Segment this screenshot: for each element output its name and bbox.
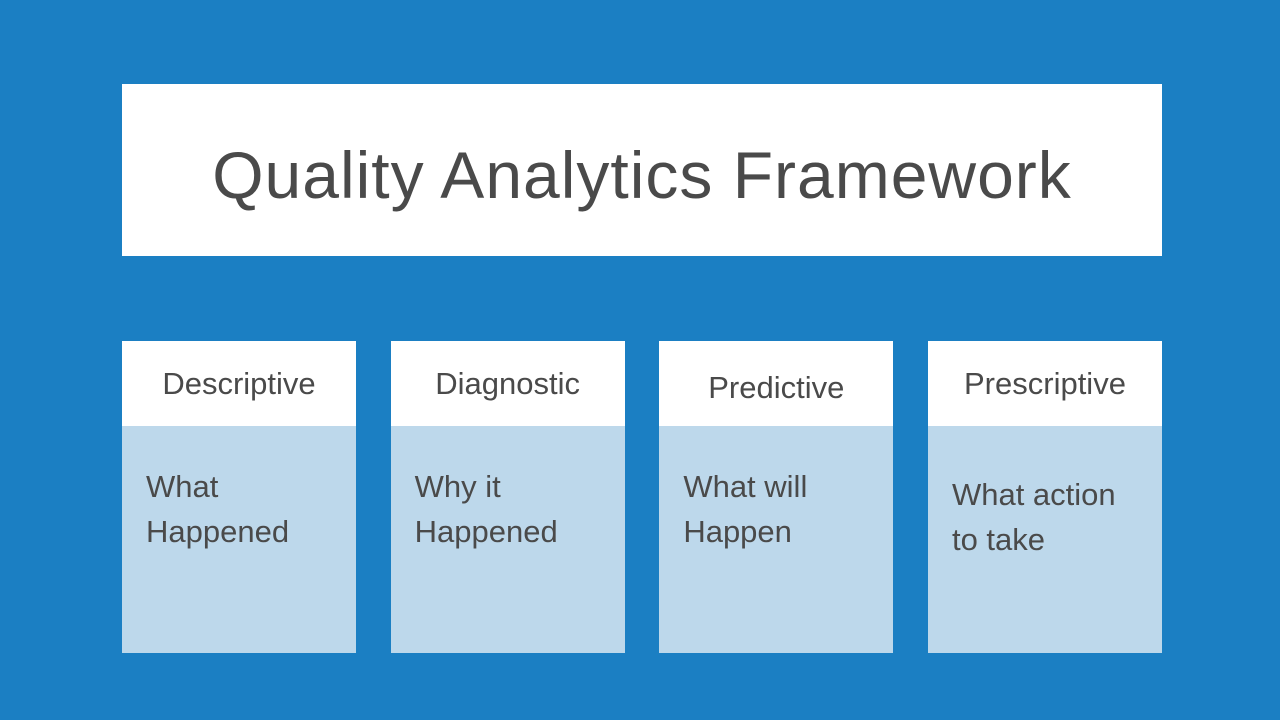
column-predictive-header: Predictive [659, 341, 894, 426]
analytics-columns: Descriptive What Happened Diagnostic Why… [122, 341, 1162, 653]
slide-title: Quality Analytics Framework [212, 138, 1072, 212]
column-diagnostic-header: Diagnostic [390, 341, 625, 426]
column-predictive-body: What will Happen [659, 426, 894, 653]
column-diagnostic-body: Why it Happened [390, 426, 625, 653]
title-card: Quality Analytics Framework [122, 84, 1162, 256]
column-descriptive-body: What Happened [122, 426, 356, 653]
column-prescriptive-body: What action to take [927, 426, 1162, 653]
column-diagnostic: Diagnostic Why it Happened [390, 341, 625, 653]
column-predictive: Predictive What will Happen [659, 341, 894, 653]
column-descriptive-header: Descriptive [122, 341, 356, 426]
column-descriptive: Descriptive What Happened [122, 341, 356, 653]
column-prescriptive-header: Prescriptive [927, 341, 1162, 426]
column-prescriptive: Prescriptive What action to take [927, 341, 1162, 653]
